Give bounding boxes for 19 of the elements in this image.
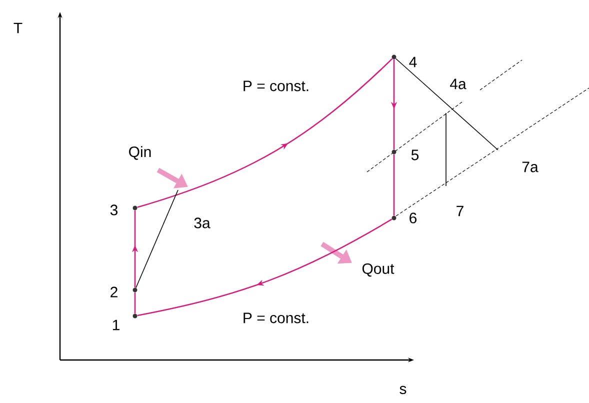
process-line — [395, 58, 498, 150]
point-label: 1 — [112, 320, 120, 330]
isobar-label: P = const. — [241, 80, 311, 92]
isobar-label: P = const. — [241, 312, 311, 324]
point-label: 6 — [410, 212, 417, 224]
process-line — [137, 218, 392, 316]
heat-label: Qout — [360, 262, 396, 278]
point-label: 7a — [520, 160, 540, 174]
point-label: 3a — [192, 216, 212, 230]
process-line — [393, 154, 395, 216]
point-label: 4a — [448, 78, 468, 90]
process-line — [134, 292, 136, 314]
point-label: 5 — [411, 150, 419, 160]
point-label: 2 — [110, 286, 118, 298]
process-line — [137, 58, 393, 208]
point-label: 4 — [409, 56, 417, 68]
point-label: 3 — [110, 204, 118, 216]
process-line — [136, 190, 178, 288]
heat-label: Qin — [127, 145, 153, 161]
